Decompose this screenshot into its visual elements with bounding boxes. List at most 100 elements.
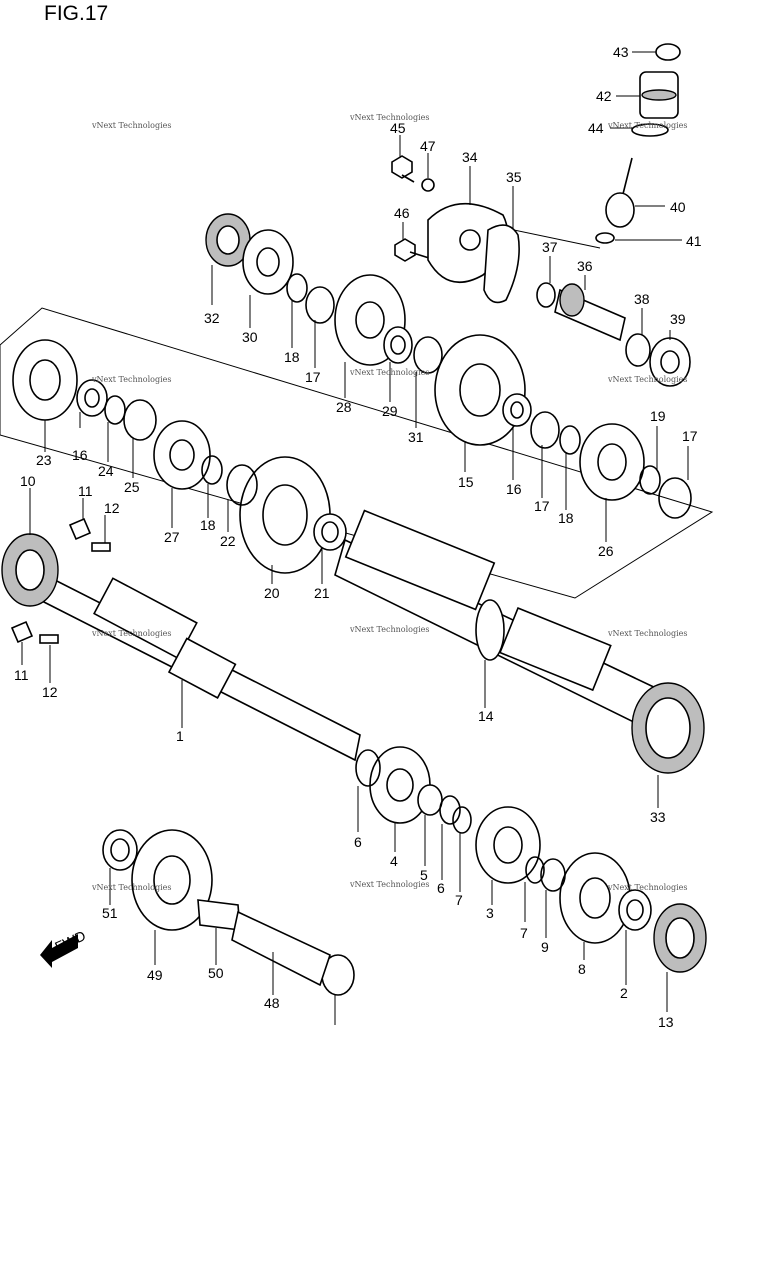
- callout-11b: 11: [14, 667, 29, 683]
- callout-42: 43: [613, 44, 629, 60]
- bearing-28: [383, 326, 413, 364]
- circlip-7b: [525, 856, 545, 884]
- callout-10: 10: [20, 473, 36, 489]
- callout-50: 51: [102, 905, 118, 921]
- assembly-outline: [0, 307, 714, 599]
- oring-37: [625, 333, 651, 367]
- watermark-text: vNext Technologies: [607, 629, 687, 638]
- callout-44: 45: [390, 120, 406, 136]
- callout-26: 27: [164, 529, 180, 545]
- washer-17b: [530, 411, 560, 449]
- bearing-2: [618, 889, 652, 931]
- callout-1: 1: [176, 728, 184, 744]
- gear-39: [605, 157, 635, 228]
- callout-30: 31: [408, 429, 424, 445]
- watermark-text: vNext Technologies: [607, 883, 687, 892]
- callout-49: 50: [208, 965, 224, 981]
- washer-46: [421, 178, 435, 192]
- retainer-11a: [68, 517, 92, 541]
- callout-28: 29: [382, 403, 398, 419]
- gear-8: [559, 852, 631, 944]
- callout-33: 34: [462, 149, 478, 165]
- watermark-text: vNext Technologies: [91, 629, 171, 638]
- callout-9: 9: [541, 939, 549, 955]
- watermark-text: vNext Technologies: [349, 880, 429, 889]
- gear-48: [131, 829, 213, 931]
- sleeve-49: [197, 899, 241, 931]
- gear-22: [12, 339, 78, 421]
- driveshaft-35: [554, 283, 626, 342]
- circlip-18d: [639, 465, 661, 495]
- watermark-text: vNext Technologies: [349, 368, 429, 377]
- callout-43: 44: [588, 120, 604, 136]
- circlip-7a: [452, 806, 472, 834]
- callout-17b: 17: [534, 498, 550, 514]
- callout-29: 30: [242, 329, 258, 345]
- callout-40: 41: [686, 233, 702, 249]
- watermark-text: vNext Technologies: [607, 375, 687, 384]
- callout-12a: 12: [104, 500, 120, 516]
- callout-24: 25: [124, 479, 140, 495]
- retainer-11b: [10, 620, 34, 644]
- bearing-10: [1, 533, 59, 607]
- callout-6a: 6: [354, 834, 362, 850]
- bushing-5: [417, 784, 443, 816]
- callout-7b: 7: [520, 925, 528, 941]
- oring-36: [536, 282, 556, 308]
- mainshaft: [39, 573, 361, 762]
- callout-17a: 17: [305, 369, 321, 385]
- watermark-text: vNext Technologies: [91, 375, 171, 384]
- callout-46: 47: [420, 138, 436, 154]
- oring-43: [631, 123, 669, 137]
- washer-17c: [658, 477, 692, 519]
- watermark-text: vNext Technologies: [349, 113, 429, 122]
- callout-17c: 17: [682, 428, 698, 444]
- callout-31: 32: [204, 310, 220, 326]
- callout-34: 35: [506, 169, 522, 185]
- callout-3: 3: [486, 905, 494, 921]
- watermark-text: vNext Technologies: [91, 121, 171, 130]
- gear-26: [153, 420, 211, 490]
- watermark-text: vNext Technologies: [91, 883, 171, 892]
- callout-48: 49: [147, 967, 163, 983]
- gear-3: [475, 806, 541, 884]
- callout-15: 15: [458, 474, 474, 490]
- callout-20: 21: [314, 585, 330, 601]
- bearing-13: [653, 903, 707, 973]
- washer-23: [104, 395, 126, 425]
- gear-25: [579, 423, 645, 501]
- callout-22: 23: [36, 452, 52, 468]
- bushing-50: [102, 829, 138, 871]
- callout-14: 14: [478, 708, 494, 724]
- callout-19: 20: [264, 585, 280, 601]
- callout-16a: 16: [72, 447, 88, 463]
- callout-32: 33: [650, 809, 666, 825]
- callout-23: 24: [98, 463, 114, 479]
- callout-5: 5: [420, 867, 428, 883]
- bolt-44: [391, 155, 415, 183]
- circlip-18b: [201, 455, 223, 485]
- bearing-32: [631, 682, 705, 774]
- circlip-18c: [559, 425, 581, 455]
- fwd-arrow: FWD: [40, 927, 88, 968]
- screw-12a: [91, 542, 111, 552]
- callout-labels: 1 2 3 4 5 6 6 7 7 8 9 10 11 11 12 12 13 …: [14, 44, 702, 1030]
- callout-18d: 19: [650, 408, 666, 424]
- bearing-31: [205, 213, 251, 267]
- gear-29: [242, 229, 294, 295]
- callout-38: 39: [670, 311, 686, 327]
- watermarks: vNext Technologies vNext Technologies vN…: [91, 113, 687, 892]
- washer-21: [226, 464, 258, 506]
- leader-lines: [21, 51, 689, 1025]
- shaft-47: [231, 910, 331, 987]
- countershaft: [334, 509, 661, 732]
- bushing-16b: [502, 393, 532, 427]
- callout-18b: 18: [200, 517, 216, 533]
- gasket-34: [483, 224, 520, 304]
- callout-39: 40: [670, 199, 686, 215]
- washer-17a: [305, 286, 335, 324]
- gear-15: [434, 334, 526, 446]
- callout-45: 46: [394, 205, 410, 221]
- seal-38: [649, 337, 691, 387]
